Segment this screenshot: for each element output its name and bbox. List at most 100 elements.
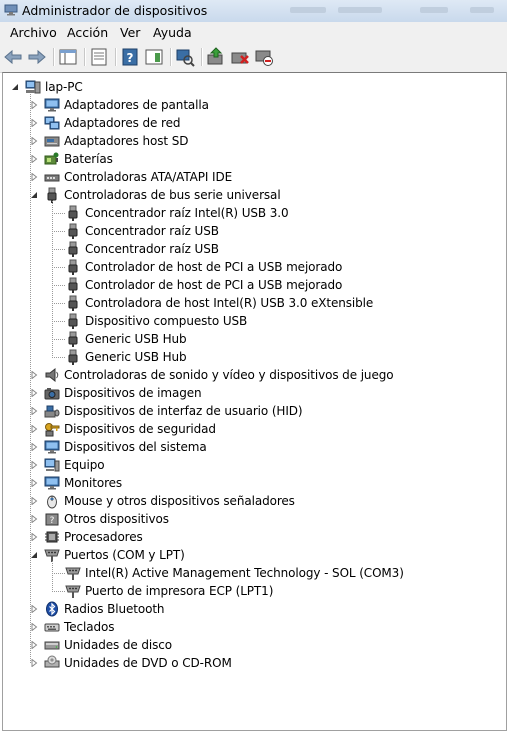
collapse-arrow-icon[interactable] (30, 191, 38, 199)
uninstall-device-button[interactable] (230, 47, 250, 67)
tree-device[interactable]: Generic USB Hub (65, 348, 187, 366)
tree-expander[interactable] (30, 389, 38, 397)
menu-accion[interactable]: Acción (67, 25, 109, 40)
tree-category[interactable]: Controladoras de sonido y vídeo y dispos… (30, 366, 394, 384)
tree-device[interactable]: Concentrador raíz Intel(R) USB 3.0 (65, 204, 289, 222)
tree-expander[interactable] (30, 551, 38, 559)
expand-arrow-icon[interactable] (30, 101, 38, 109)
tree-expander[interactable] (30, 497, 38, 505)
expand-arrow-icon[interactable] (30, 461, 38, 469)
tree-device[interactable]: Intel(R) Active Management Technology - … (65, 564, 404, 582)
tree-expander[interactable] (30, 659, 38, 667)
tree-device[interactable]: Controlador de host de PCI a USB mejorad… (65, 258, 342, 276)
disable-device-button[interactable] (254, 47, 274, 67)
expand-arrow-icon[interactable] (30, 371, 38, 379)
expand-arrow-icon[interactable] (30, 425, 38, 433)
tree-device[interactable]: Generic USB Hub (65, 330, 187, 348)
menu-archivo[interactable]: Archivo (10, 25, 57, 40)
expand-arrow-icon[interactable] (30, 497, 38, 505)
tree-expander[interactable] (30, 461, 38, 469)
help-button[interactable]: ? (120, 47, 140, 67)
tree-category[interactable]: ?Otros dispositivos (30, 510, 169, 528)
expand-arrow-icon[interactable] (30, 119, 38, 127)
tree-category[interactable]: Unidades de DVD o CD-ROM (30, 654, 232, 672)
expand-arrow-icon[interactable] (30, 155, 38, 163)
tree-expander[interactable] (30, 605, 38, 613)
menu-ayuda[interactable]: Ayuda (153, 25, 192, 40)
expand-arrow-icon[interactable] (30, 659, 38, 667)
tree-expander[interactable] (30, 443, 38, 451)
tree-category[interactable]: Teclados (30, 618, 114, 636)
tree-device[interactable]: Dispositivo compuesto USB (65, 312, 247, 330)
tree-category[interactable]: Adaptadores de red (30, 114, 181, 132)
tree-category[interactable]: Monitores (30, 474, 122, 492)
tree-category[interactable]: Mouse y otros dispositivos señaladores (30, 492, 295, 510)
tree-category[interactable]: Unidades de disco (30, 636, 172, 654)
expand-arrow-icon[interactable] (30, 641, 38, 649)
expand-arrow-icon[interactable] (30, 605, 38, 613)
title-bar[interactable]: Administrador de dispositivos (0, 0, 507, 23)
back-arrow-button[interactable] (3, 47, 23, 67)
tree-item-label: Controladoras ATA/ATAPI IDE (64, 170, 233, 184)
tree-category[interactable]: Dispositivos del sistema (30, 438, 207, 456)
tree-expander[interactable] (11, 83, 19, 91)
tree-category[interactable]: Baterías (30, 150, 113, 168)
expand-arrow-icon[interactable] (30, 173, 38, 181)
collapse-arrow-icon[interactable] (30, 551, 38, 559)
tree-device[interactable]: Concentrador raíz USB (65, 222, 219, 240)
tree-category[interactable]: Radios Bluetooth (30, 600, 165, 618)
tree-expander[interactable] (30, 155, 38, 163)
scan-hardware-button[interactable] (175, 47, 195, 67)
expand-arrow-icon[interactable] (30, 479, 38, 487)
tree-expander[interactable] (30, 623, 38, 631)
tree-category[interactable]: Dispositivos de imagen (30, 384, 202, 402)
tree-item-icon (65, 331, 81, 347)
menu-ver[interactable]: Ver (120, 25, 141, 40)
tree-device[interactable]: Controlador de host de PCI a USB mejorad… (65, 276, 342, 294)
tree-connector-line (52, 201, 53, 357)
tree-category[interactable]: Dispositivos de seguridad (30, 420, 216, 438)
tree-category[interactable]: Controladoras ATA/ATAPI IDE (30, 168, 232, 186)
show-action-pane-button[interactable] (144, 47, 164, 67)
port-icon (65, 585, 81, 598)
tree-expander[interactable] (30, 173, 38, 181)
tree-category[interactable]: Dispositivos de interfaz de usuario (HID… (30, 402, 303, 420)
tree-expander[interactable] (30, 425, 38, 433)
tree-expander[interactable] (30, 119, 38, 127)
tree-expander[interactable] (30, 479, 38, 487)
forward-arrow-button[interactable] (27, 47, 47, 67)
tree-category[interactable]: Equipo (30, 456, 105, 474)
expand-arrow-icon[interactable] (30, 623, 38, 631)
tree-expander[interactable] (30, 407, 38, 415)
tree-category[interactable]: Adaptadores de pantalla (30, 96, 209, 114)
tree-item-icon (65, 259, 81, 275)
tree-expander[interactable] (30, 515, 38, 523)
expand-arrow-icon[interactable] (30, 533, 38, 541)
tree-expander[interactable] (30, 371, 38, 379)
tree-device[interactable]: Puerto de impresora ECP (LPT1) (65, 582, 273, 600)
collapse-arrow-icon[interactable] (11, 83, 19, 91)
tree-item-label: lap-PC (45, 80, 83, 94)
expand-arrow-icon[interactable] (30, 407, 38, 415)
expand-arrow-icon[interactable] (30, 389, 38, 397)
tree-expander[interactable] (30, 101, 38, 109)
tree-category[interactable]: Controladoras de bus serie universal (30, 186, 281, 204)
properties-button[interactable] (89, 47, 109, 67)
show-hide-console-tree-button[interactable] (58, 47, 78, 67)
tree-expander[interactable] (30, 533, 38, 541)
expand-arrow-icon[interactable] (30, 137, 38, 145)
tree-root[interactable]: lap-PC (11, 78, 83, 96)
update-driver-button[interactable] (206, 47, 226, 67)
tree-expander[interactable] (30, 191, 38, 199)
tree-category[interactable]: Adaptadores host SD (30, 132, 189, 150)
tree-expander[interactable] (30, 137, 38, 145)
tree-item-icon (44, 151, 60, 167)
expand-arrow-icon[interactable] (30, 515, 38, 523)
tree-category[interactable]: Procesadores (30, 528, 143, 546)
tree-device[interactable]: Concentrador raíz USB (65, 240, 219, 258)
tree-expander[interactable] (30, 641, 38, 649)
tree-category[interactable]: Puertos (COM y LPT) (30, 546, 185, 564)
expand-arrow-icon[interactable] (30, 443, 38, 451)
tree-device[interactable]: Controladora de host Intel(R) USB 3.0 eX… (65, 294, 373, 312)
